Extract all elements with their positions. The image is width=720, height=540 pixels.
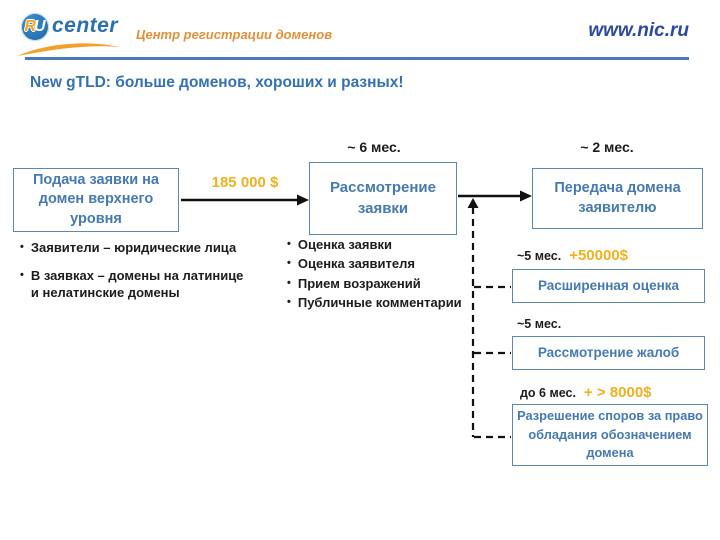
note-objections: Прием возражений [297, 275, 421, 291]
note-applicants: Заявители – юридические лица [30, 240, 237, 255]
flow-box-complaints-label: Рассмотрение жалоб [537, 344, 680, 360]
side2-caption: ~5 мес. [517, 317, 569, 331]
header-divider [25, 57, 689, 60]
logo-center-text: center [52, 14, 119, 37]
logo-letter-r: R [24, 18, 36, 35]
side1-fee: +50000$ [569, 247, 629, 264]
note-domains: В заявках – домены на латинице и нелатин… [30, 268, 244, 300]
page-title: New gTLD: больше доменов, хороших и разн… [30, 74, 404, 91]
site-url: www.nic.ru [588, 20, 689, 41]
logo-letter-u: U [34, 18, 46, 35]
notes-left-list: Заявители – юридические лица В заявках –… [20, 240, 252, 313]
list-item: Заявители – юридические лица [20, 240, 252, 256]
list-item: Публичные комментарии [287, 295, 475, 311]
side2-time: ~5 мес. [517, 317, 562, 331]
fee-application: 185 000 $ [211, 174, 279, 191]
list-item: Оценка заявки [287, 237, 475, 253]
flow-box-application-label: Подача заявки на домен верхнего уровня [33, 171, 159, 227]
side3-time: до 6 мес. [520, 386, 576, 400]
note-eval-application: Оценка заявки [297, 237, 392, 252]
flow-box-review-label: Рассмотрение заявки [330, 179, 436, 217]
arrowhead-step2-icon [297, 194, 309, 206]
logo-tagline: Центр регистрации доменов [136, 27, 333, 42]
flow-box-disputes-label: Разрешение споров за право обладания обо… [517, 408, 703, 461]
flow-box-disputes: Разрешение споров за право обладания обо… [512, 404, 708, 466]
list-item: В заявках – домены на латинице и нелатин… [20, 268, 252, 301]
flow-box-review: Рассмотрение заявки [309, 162, 457, 235]
flow-box-complaints: Рассмотрение жалоб [512, 336, 705, 370]
flow-box-transfer-label: Передача домена заявителю [554, 179, 681, 216]
notes-middle-list: Оценка заявки Оценка заявителя Прием воз… [287, 237, 475, 314]
list-item: Оценка заявителя [287, 256, 475, 272]
note-eval-applicant: Оценка заявителя [297, 256, 415, 272]
dashed-up-arrowhead-icon [467, 198, 479, 208]
flow-box-application: Подача заявки на домен верхнего уровня [13, 168, 179, 232]
flow-box-transfer: Передача домена заявителю [532, 168, 703, 229]
side1-caption: ~5 мес. +50000$ [517, 247, 628, 264]
list-item: Прием возражений [287, 276, 475, 292]
side3-fee: + > 8000$ [583, 384, 652, 401]
flow-box-extended-eval-label: Расширенная оценка [537, 277, 680, 293]
time-review: ~ 6 мес. [347, 139, 401, 155]
rucenter-logo-icon: R U [21, 13, 49, 41]
arrowhead-step3-icon [520, 190, 532, 202]
side1-time: ~5 мес. [517, 249, 562, 263]
side3-caption: до 6 мес. + > 8000$ [520, 384, 652, 401]
flow-box-extended-eval: Расширенная оценка [512, 269, 705, 303]
note-comments: Публичные комментарии [297, 294, 462, 310]
logo-swoosh-icon [17, 43, 120, 56]
time-transfer: ~ 2 мес. [580, 139, 634, 155]
